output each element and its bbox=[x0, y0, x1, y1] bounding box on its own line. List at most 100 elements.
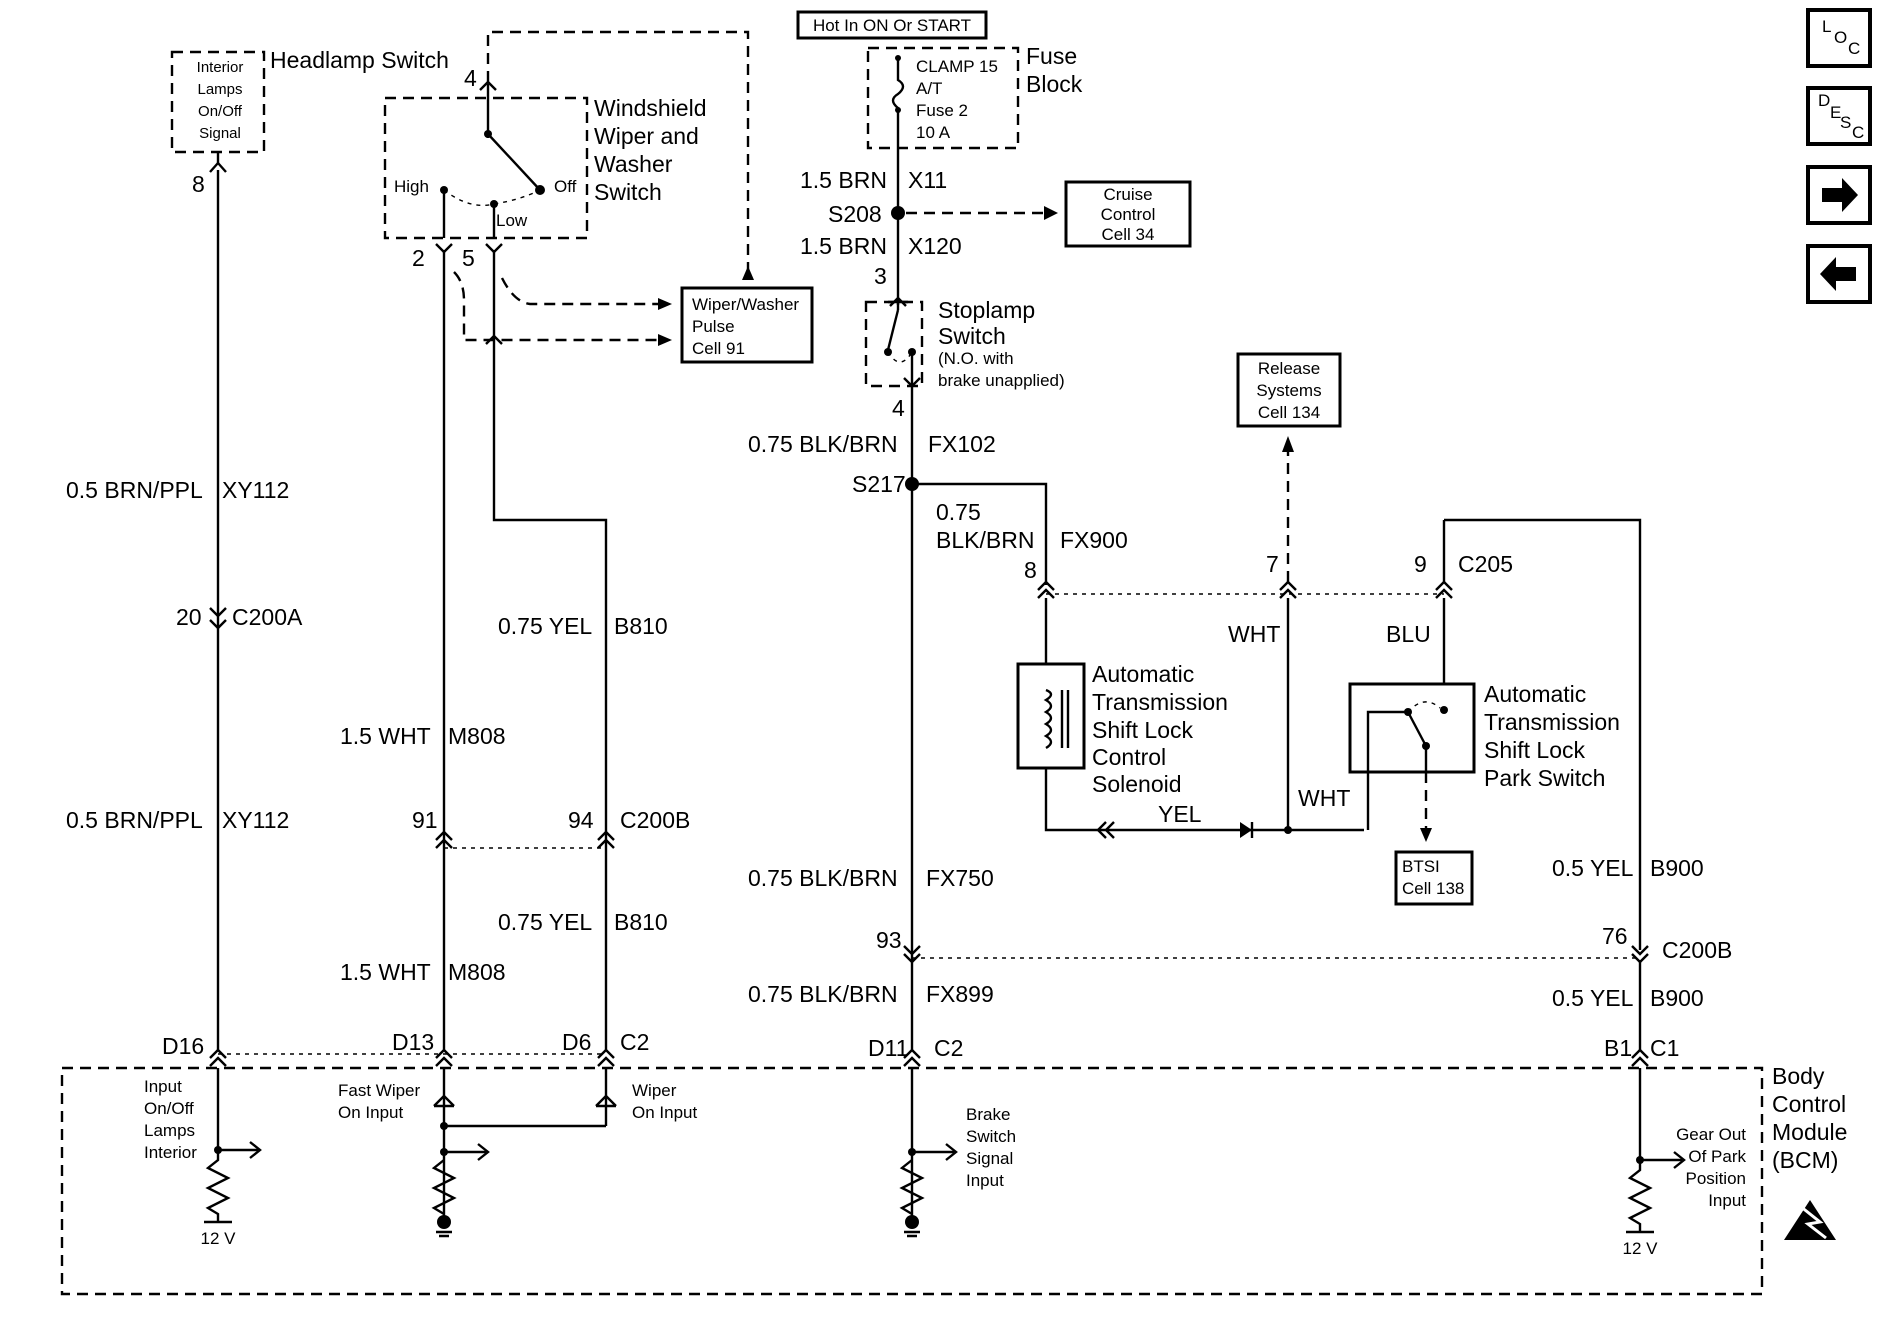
svg-text:M808: M808 bbox=[448, 959, 506, 985]
svg-text:B900: B900 bbox=[1650, 985, 1704, 1011]
svg-text:1.5 WHT: 1.5 WHT bbox=[340, 723, 431, 749]
svg-text:WHT: WHT bbox=[1228, 621, 1280, 647]
svg-text:FX102: FX102 bbox=[928, 431, 996, 457]
svg-text:0.5 YEL: 0.5 YEL bbox=[1552, 855, 1634, 881]
svg-text:0.5 BRN/PPL: 0.5 BRN/PPL bbox=[66, 477, 203, 503]
svg-text:C: C bbox=[1848, 39, 1860, 58]
svg-text:Automatic: Automatic bbox=[1092, 661, 1194, 687]
svg-text:O: O bbox=[1834, 28, 1847, 47]
svg-text:20: 20 bbox=[176, 604, 202, 630]
svg-text:Washer: Washer bbox=[594, 151, 673, 177]
svg-text:Cruise: Cruise bbox=[1103, 185, 1152, 204]
svg-text:C200B: C200B bbox=[620, 807, 690, 833]
svg-text:On/Off: On/Off bbox=[198, 103, 243, 120]
svg-text:2: 2 bbox=[412, 245, 425, 271]
svg-text:Shift Lock: Shift Lock bbox=[1092, 717, 1193, 743]
svg-text:Windshield: Windshield bbox=[594, 95, 707, 121]
svg-text:Interior: Interior bbox=[197, 59, 244, 76]
svg-text:Input: Input bbox=[966, 1171, 1004, 1190]
svg-text:Release: Release bbox=[1258, 359, 1320, 378]
svg-text:FX750: FX750 bbox=[926, 865, 994, 891]
svg-text:Switch: Switch bbox=[938, 323, 1006, 349]
svg-text:Input: Input bbox=[1708, 1191, 1746, 1210]
svg-text:0.75 YEL: 0.75 YEL bbox=[498, 909, 592, 935]
svg-text:On/Off: On/Off bbox=[144, 1099, 194, 1118]
svg-text:Off: Off bbox=[554, 177, 577, 196]
svg-text:Of Park: Of Park bbox=[1688, 1147, 1746, 1166]
svg-text:0.75 BLK/BRN: 0.75 BLK/BRN bbox=[748, 431, 898, 457]
svg-text:brake unapplied): brake unapplied) bbox=[938, 371, 1065, 390]
svg-text:B810: B810 bbox=[614, 909, 668, 935]
svg-text:Control: Control bbox=[1101, 205, 1156, 224]
svg-text:On Input: On Input bbox=[338, 1103, 403, 1122]
svg-text:Lamps: Lamps bbox=[197, 81, 242, 98]
svg-text:D11: D11 bbox=[868, 1035, 909, 1061]
svg-text:12 V: 12 V bbox=[201, 1229, 237, 1248]
loc-button[interactable]: LOC bbox=[1806, 8, 1872, 68]
svg-text:0.5 YEL: 0.5 YEL bbox=[1552, 985, 1634, 1011]
svg-text:7: 7 bbox=[1266, 551, 1279, 577]
svg-text:8: 8 bbox=[192, 171, 205, 197]
svg-text:Body: Body bbox=[1772, 1063, 1825, 1089]
svg-text:4: 4 bbox=[464, 65, 477, 91]
svg-text:Gear Out: Gear Out bbox=[1676, 1125, 1746, 1144]
svg-text:BLK/BRN: BLK/BRN bbox=[936, 527, 1034, 553]
svg-text:12 V: 12 V bbox=[1623, 1239, 1659, 1258]
svg-text:0.75 BLK/BRN: 0.75 BLK/BRN bbox=[748, 981, 898, 1007]
svg-text:X120: X120 bbox=[908, 233, 962, 259]
svg-text:94: 94 bbox=[568, 807, 594, 833]
svg-text:YEL: YEL bbox=[1158, 801, 1202, 827]
fuse-block: Fuse Block CLAMP 15 A/T Fuse 2 10 A bbox=[866, 43, 1083, 150]
svg-text:3: 3 bbox=[874, 263, 887, 289]
svg-text:1.5 BRN: 1.5 BRN bbox=[800, 167, 887, 193]
wiper-pulse-reference: Wiper/Washer Pulse Cell 91 bbox=[680, 286, 814, 364]
svg-text:Lamps: Lamps bbox=[144, 1121, 195, 1140]
stoplamp-switch: Stoplamp Switch (N.O. with brake unappli… bbox=[864, 297, 1065, 390]
svg-text:BTSI: BTSI bbox=[1402, 857, 1440, 876]
svg-text:Cell 138: Cell 138 bbox=[1402, 879, 1464, 898]
headlamp-switch: Interior Lamps On/Off Signal Headlamp Sw… bbox=[170, 47, 449, 154]
svg-text:Signal: Signal bbox=[199, 125, 241, 142]
esd-warning-icon bbox=[1784, 1200, 1836, 1240]
svg-text:XY112: XY112 bbox=[222, 477, 289, 503]
wiper-washer-switch: Windshield Wiper and Washer Switch High … bbox=[383, 95, 707, 240]
svg-text:S: S bbox=[1840, 113, 1851, 132]
svg-text:C2: C2 bbox=[934, 1035, 963, 1061]
svg-text:D: D bbox=[1818, 91, 1830, 110]
svg-text:(BCM): (BCM) bbox=[1772, 1147, 1838, 1173]
left-arrow-icon bbox=[1820, 257, 1856, 291]
svg-text:L: L bbox=[1822, 17, 1831, 36]
svg-text:Wiper and: Wiper and bbox=[594, 123, 699, 149]
svg-text:B1: B1 bbox=[1604, 1035, 1632, 1061]
svg-text:S208: S208 bbox=[828, 201, 882, 227]
svg-text:C: C bbox=[1852, 123, 1864, 142]
svg-text:Transmission: Transmission bbox=[1484, 709, 1620, 735]
svg-text:Low: Low bbox=[496, 211, 528, 230]
next-arrow-button[interactable] bbox=[1806, 165, 1872, 225]
svg-text:On Input: On Input bbox=[632, 1103, 697, 1122]
body-control-module: Body Control Module (BCM) bbox=[60, 1063, 1847, 1296]
svg-text:93: 93 bbox=[876, 927, 902, 953]
svg-text:Park Switch: Park Switch bbox=[1484, 765, 1605, 791]
svg-text:BLU: BLU bbox=[1386, 621, 1431, 647]
svg-text:CLAMP 15: CLAMP 15 bbox=[916, 57, 998, 76]
svg-text:Signal: Signal bbox=[966, 1149, 1013, 1168]
svg-text:Pulse: Pulse bbox=[692, 317, 735, 336]
svg-text:A/T: A/T bbox=[916, 79, 942, 98]
svg-text:10 A: 10 A bbox=[916, 123, 951, 142]
btsi-reference: BTSI Cell 138 bbox=[1394, 850, 1474, 906]
svg-text:0.75 BLK/BRN: 0.75 BLK/BRN bbox=[748, 865, 898, 891]
svg-text:C1: C1 bbox=[1650, 1035, 1679, 1061]
svg-text:Module: Module bbox=[1772, 1119, 1847, 1145]
svg-text:Transmission: Transmission bbox=[1092, 689, 1228, 715]
svg-text:C205: C205 bbox=[1458, 551, 1513, 577]
svg-text:Brake: Brake bbox=[966, 1105, 1010, 1124]
svg-text:91: 91 bbox=[412, 807, 438, 833]
svg-text:Switch: Switch bbox=[966, 1127, 1016, 1146]
svg-text:C2: C2 bbox=[620, 1029, 649, 1055]
svg-text:Switch: Switch bbox=[594, 179, 662, 205]
svg-text:Cell 91: Cell 91 bbox=[692, 339, 745, 358]
prev-arrow-button[interactable] bbox=[1806, 244, 1872, 304]
